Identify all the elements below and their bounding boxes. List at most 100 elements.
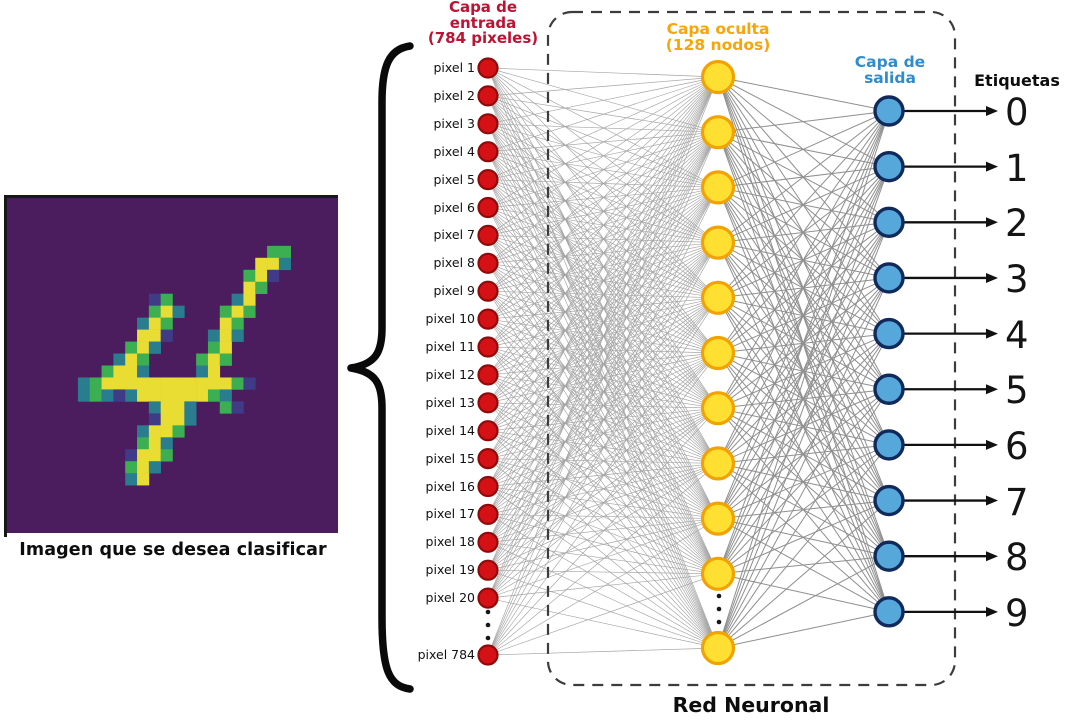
digit-pixel bbox=[160, 389, 173, 402]
hidden-output-edges bbox=[717, 76, 890, 649]
hidden-node bbox=[700, 501, 736, 536]
hidden-node bbox=[700, 556, 736, 591]
digit-pixel bbox=[125, 341, 138, 354]
digit-pixel bbox=[160, 401, 173, 414]
digit-pixel bbox=[219, 341, 232, 354]
digit-pixel bbox=[267, 269, 280, 283]
digit-pixel bbox=[148, 461, 161, 474]
digit-pixel bbox=[172, 389, 185, 402]
hidden-node bbox=[700, 280, 736, 315]
input-node bbox=[477, 336, 499, 358]
input-node bbox=[477, 169, 499, 191]
input-layer-title-line1: Capa de bbox=[448, 0, 518, 16]
digit-pixel bbox=[125, 461, 138, 474]
digit-pixel bbox=[125, 353, 138, 366]
hidden-node bbox=[700, 335, 736, 371]
hidden-node bbox=[700, 630, 736, 666]
input-node-label: pixel 4 bbox=[433, 143, 475, 159]
network-dashed-box bbox=[546, 10, 957, 687]
digit-pixel bbox=[219, 317, 232, 330]
digit-pixel bbox=[113, 365, 126, 378]
class-label: 0 bbox=[1005, 91, 1029, 134]
class-label: 7 bbox=[1005, 480, 1029, 524]
digit-pixel bbox=[125, 365, 138, 378]
input-node-label: pixel 15 bbox=[425, 450, 475, 466]
digit-pixel-grid bbox=[7, 198, 338, 533]
input-node bbox=[477, 531, 499, 553]
class-label: 5 bbox=[1005, 369, 1029, 413]
digit-pixel bbox=[231, 329, 244, 342]
input-node bbox=[477, 587, 499, 609]
class-label: 8 bbox=[1005, 536, 1029, 580]
digit-pixel bbox=[101, 389, 114, 402]
output-nodes bbox=[873, 95, 905, 628]
digit-pixel bbox=[219, 305, 232, 318]
hidden-node bbox=[700, 391, 736, 426]
input-node bbox=[477, 57, 499, 79]
digit-pixel bbox=[219, 377, 232, 390]
digit-pixel bbox=[231, 305, 244, 318]
hidden-node bbox=[700, 170, 736, 205]
digit-pixel bbox=[125, 473, 138, 486]
input-node-label: pixel 16 bbox=[425, 478, 475, 494]
digit-pixel bbox=[148, 401, 161, 414]
digit-pixel bbox=[267, 257, 280, 271]
class-label: 3 bbox=[1005, 257, 1029, 301]
curly-brace-icon bbox=[347, 42, 414, 693]
output-arrows bbox=[904, 106, 998, 617]
digit-pixel bbox=[243, 305, 256, 318]
digit-pixel bbox=[77, 377, 91, 390]
digit-pixel bbox=[243, 293, 256, 306]
digit-pixel bbox=[196, 389, 209, 402]
digit-pixel bbox=[207, 353, 221, 366]
digit-pixel bbox=[137, 437, 150, 450]
input-node bbox=[477, 141, 499, 163]
digit-pixel bbox=[148, 377, 161, 390]
hidden-nodes bbox=[700, 59, 736, 666]
digit-pixel bbox=[160, 293, 173, 306]
digit-pixel bbox=[160, 317, 173, 330]
output-node bbox=[873, 95, 905, 127]
hidden-layer-title-line1: Capa oculta bbox=[666, 20, 770, 38]
digit-pixel bbox=[160, 305, 173, 318]
arrow-head-icon bbox=[986, 328, 998, 339]
output-node bbox=[873, 317, 905, 350]
output-node bbox=[873, 150, 905, 183]
ellipsis-dots bbox=[485, 593, 722, 641]
digit-pixel bbox=[219, 329, 232, 342]
input-node bbox=[477, 448, 499, 470]
arrow-head-icon bbox=[986, 272, 998, 283]
digit-pixel bbox=[184, 389, 197, 402]
input-layer-title-line2: entrada bbox=[449, 13, 517, 32]
digit-pixel bbox=[219, 401, 232, 414]
hidden-layer-title: Capa oculta (128 nodos) bbox=[640, 21, 796, 53]
output-node bbox=[873, 429, 905, 461]
digit-pixel bbox=[172, 425, 185, 438]
digit-pixel bbox=[231, 293, 244, 306]
input-layer-title: Capa de entrada (784 pixeles) bbox=[398, 0, 568, 47]
digit-pixel bbox=[137, 377, 150, 390]
arrow-head-icon bbox=[986, 551, 998, 562]
digit-pixel bbox=[137, 425, 150, 438]
input-node-label: pixel 1 bbox=[433, 60, 475, 75]
digit-pixel bbox=[148, 341, 161, 354]
digit-pixel bbox=[77, 389, 91, 402]
digit-pixel bbox=[219, 389, 232, 402]
digit-pixel bbox=[89, 377, 102, 390]
arrow-head-icon bbox=[986, 439, 998, 450]
digit-pixel bbox=[137, 353, 150, 366]
digit-pixel bbox=[113, 389, 126, 402]
digit-pixel bbox=[243, 281, 256, 295]
digit-pixel bbox=[160, 329, 173, 342]
class-label: 1 bbox=[1005, 146, 1029, 190]
digit-pixel bbox=[196, 377, 209, 390]
digit-pixel bbox=[184, 413, 197, 426]
input-node bbox=[477, 224, 499, 246]
digit-pixel bbox=[160, 377, 173, 390]
input-node-label: pixel 11 bbox=[425, 339, 475, 354]
input-node-label: pixel 13 bbox=[425, 394, 475, 410]
class-label: 6 bbox=[1005, 424, 1029, 468]
output-node bbox=[873, 262, 905, 294]
output-layer-title-line2: salida bbox=[864, 69, 916, 87]
